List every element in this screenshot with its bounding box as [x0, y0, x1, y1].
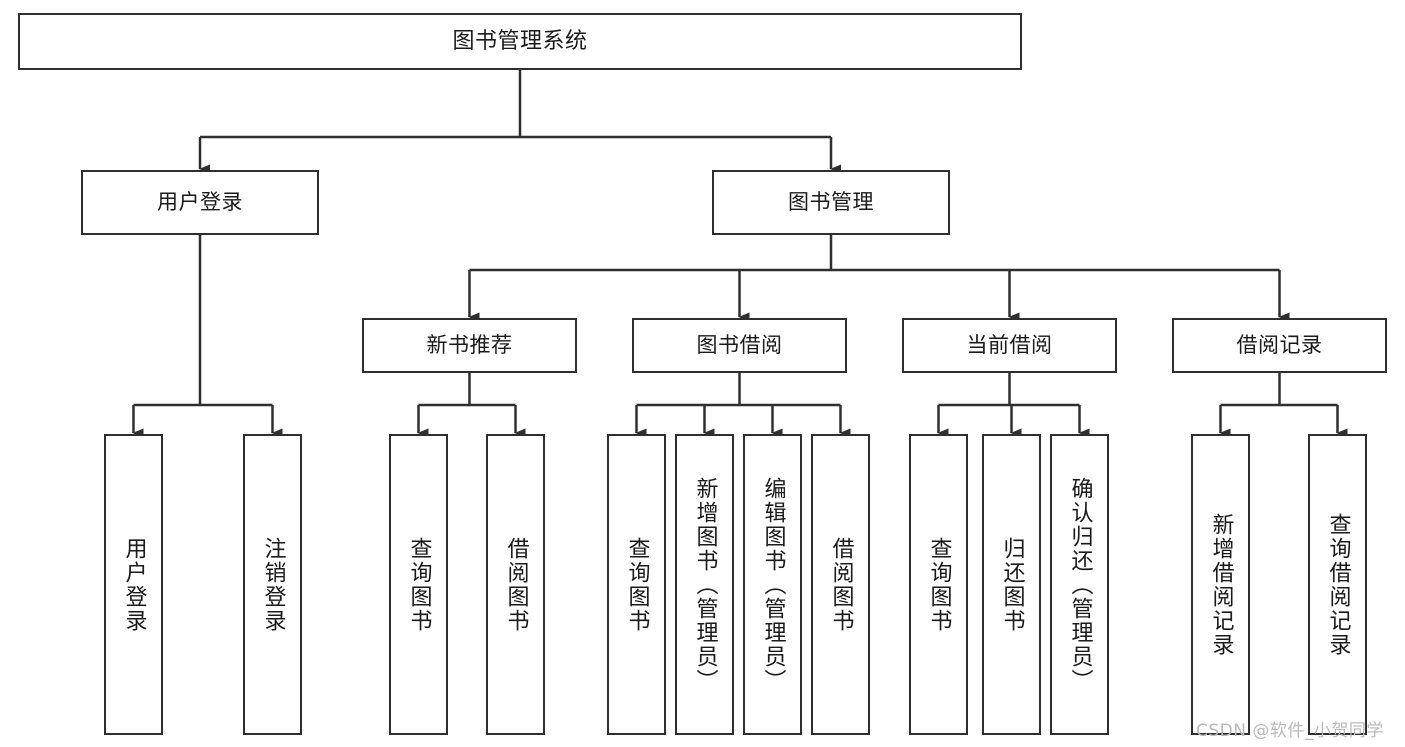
- node-current-borrow[interactable]: 当前借阅: [902, 318, 1117, 373]
- node-label-root: 图书管理系统: [452, 28, 588, 54]
- node-new-book-rec[interactable]: 新书推荐: [362, 318, 577, 373]
- node-label-leaf-br-query: 查询借阅记录: [1325, 512, 1351, 657]
- node-leaf-cb-confirm[interactable]: 确认归还（管理员）: [1050, 434, 1109, 735]
- node-label-borrow-record: 借阅记录: [1236, 333, 1323, 358]
- node-leaf-user-logout[interactable]: 注销登录: [243, 434, 302, 735]
- node-leaf-cb-query[interactable]: 查询图书: [909, 434, 968, 735]
- node-label-book-manage: 图书管理: [788, 190, 874, 215]
- node-label-leaf-bw-add: 新增图书（管理员）: [692, 476, 718, 693]
- node-label-leaf-cb-return: 归还图书: [999, 536, 1025, 633]
- node-label-leaf-br-add: 新增借阅记录: [1208, 512, 1234, 657]
- node-label-book-borrow: 图书借阅: [696, 333, 783, 358]
- node-leaf-bw-borrow[interactable]: 借阅图书: [811, 434, 870, 735]
- node-label-leaf-cb-query: 查询图书: [926, 536, 952, 633]
- node-leaf-user-login[interactable]: 用户登录: [104, 434, 163, 735]
- node-label-leaf-bw-edit: 编辑图书（管理员）: [760, 476, 786, 693]
- node-label-leaf-rec-borrow: 借阅图书: [503, 536, 529, 633]
- node-label-current-borrow: 当前借阅: [966, 333, 1053, 358]
- node-label-leaf-user-login: 用户登录: [121, 536, 147, 633]
- node-leaf-br-query[interactable]: 查询借阅记录: [1308, 434, 1367, 735]
- csdn-watermark: CSDN @软件_小贺同学: [1196, 721, 1384, 741]
- node-label-leaf-user-logout: 注销登录: [260, 536, 286, 633]
- node-label-user-login: 用户登录: [157, 190, 243, 215]
- node-leaf-rec-query[interactable]: 查询图书: [389, 434, 448, 735]
- node-label-leaf-bw-borrow: 借阅图书: [828, 536, 854, 633]
- node-book-manage[interactable]: 图书管理: [712, 170, 950, 235]
- node-leaf-rec-borrow[interactable]: 借阅图书: [486, 434, 545, 735]
- node-label-leaf-bw-query: 查询图书: [624, 536, 650, 633]
- node-user-login[interactable]: 用户登录: [81, 170, 319, 235]
- node-leaf-bw-edit[interactable]: 编辑图书（管理员）: [743, 434, 802, 735]
- node-label-leaf-cb-confirm: 确认归还（管理员）: [1067, 476, 1093, 693]
- node-leaf-bw-query[interactable]: 查询图书: [607, 434, 666, 735]
- node-leaf-br-add[interactable]: 新增借阅记录: [1191, 434, 1250, 735]
- node-leaf-cb-return[interactable]: 归还图书: [982, 434, 1041, 735]
- node-label-leaf-rec-query: 查询图书: [406, 536, 432, 633]
- node-borrow-record[interactable]: 借阅记录: [1172, 318, 1387, 373]
- node-book-borrow[interactable]: 图书借阅: [632, 318, 847, 373]
- edge-layer: [132, 70, 1348, 438]
- node-leaf-bw-add[interactable]: 新增图书（管理员）: [675, 434, 734, 735]
- node-label-new-book-rec: 新书推荐: [426, 333, 513, 358]
- node-root[interactable]: 图书管理系统: [18, 13, 1022, 70]
